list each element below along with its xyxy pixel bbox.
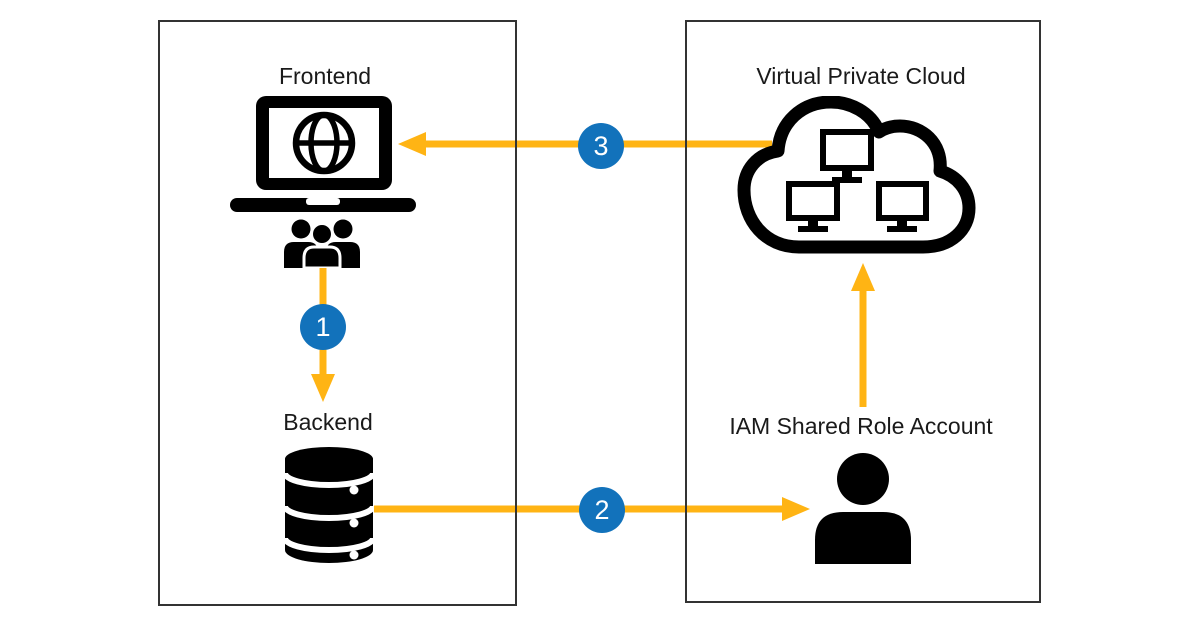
user-group-icon bbox=[284, 218, 360, 273]
backend-label: Backend bbox=[283, 409, 373, 435]
person-icon bbox=[813, 452, 913, 569]
frontend-backend-box bbox=[158, 20, 517, 606]
step-2-badge: 2 bbox=[579, 487, 625, 533]
step-1-badge: 1 bbox=[300, 304, 346, 350]
iam-label: IAM Shared Role Account bbox=[729, 413, 993, 439]
vpc-box bbox=[685, 20, 1041, 603]
vpc-label: Virtual Private Cloud bbox=[756, 63, 966, 89]
laptop-globe-icon bbox=[230, 96, 416, 217]
arrow-iam-to-vpc bbox=[849, 261, 877, 412]
database-icon bbox=[282, 446, 376, 569]
frontend-label: Frontend bbox=[278, 63, 372, 89]
cloud-network-icon bbox=[737, 95, 977, 264]
step-3-badge: 3 bbox=[578, 123, 624, 169]
